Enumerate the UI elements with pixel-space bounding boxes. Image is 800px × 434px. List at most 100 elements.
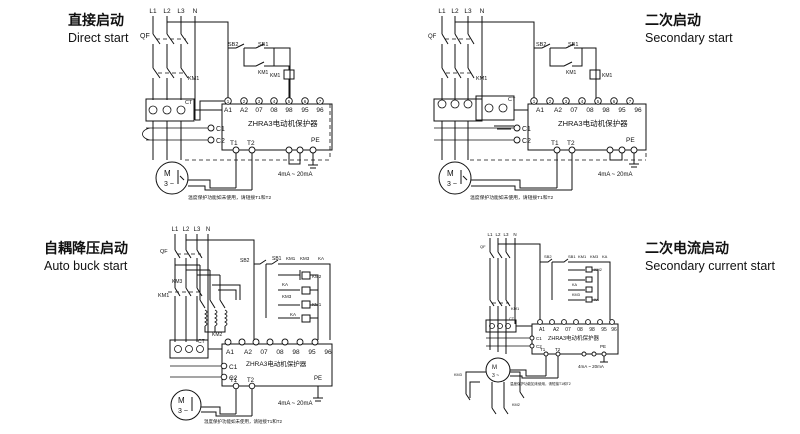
- sensor-terminal: T2: [567, 140, 575, 147]
- terminal-number: 6: [304, 99, 307, 104]
- title-cn: 二次启动: [645, 13, 701, 29]
- sensor-terminal: T1: [230, 140, 238, 147]
- phase-label: L3: [194, 227, 201, 233]
- title-secondary-current-start: 二次电流启动 Secondary current start: [645, 240, 775, 274]
- terminal-label: 95: [618, 107, 626, 114]
- switch-label: SB1: [568, 254, 576, 259]
- terminal-number: 4: [581, 99, 584, 104]
- terminal-row: 1 2 3 4 5 6 7 A1 A2 07 08 98 95 96: [224, 97, 324, 114]
- phase-label: L2: [451, 8, 459, 15]
- device-name: ZHRA3电动机保护器: [248, 118, 318, 128]
- contactor-label: KM3: [282, 294, 292, 299]
- title-en: Secondary current start: [645, 259, 775, 273]
- terminal-label: 07: [565, 327, 571, 333]
- ct-label: CT: [509, 317, 515, 321]
- terminal-number: 2: [243, 99, 246, 104]
- motor-label: M: [447, 169, 454, 178]
- phase-label: L1: [487, 232, 493, 237]
- phase-label: N: [513, 232, 516, 237]
- diagram-secondary-current-start: L1 L2 L3 N QF KM1 SB2 SB1 KM1 KM3 KA KM2…: [454, 232, 619, 415]
- switch-label: SB1: [258, 42, 268, 48]
- terminal-number: 3: [258, 99, 261, 104]
- phase-label: L2: [163, 8, 171, 15]
- motor-label: M: [492, 365, 497, 371]
- switch-label: SB1: [272, 256, 282, 262]
- terminal-row: A1 A2 07 08 98 95 96: [224, 338, 332, 356]
- breaker-label: QF: [140, 33, 150, 40]
- diagram-direct-start: L1 L2 L3 N QF KM1 SB2 SB1 KM1 KM1: [140, 8, 333, 201]
- pe-label: PE: [314, 376, 322, 382]
- terminal-label: 96: [324, 349, 332, 356]
- terminal-label: 98: [602, 107, 610, 114]
- relay-label: KA: [290, 312, 296, 317]
- sensor-terminal: T2: [555, 347, 561, 352]
- terminal-number: 6: [613, 99, 616, 104]
- terminal-label: 07: [570, 107, 578, 114]
- terminal-label: 08: [577, 327, 583, 333]
- phase-label: L1: [149, 8, 157, 15]
- contactor-label: KM2: [512, 403, 520, 407]
- terminal-label: A1: [224, 107, 232, 114]
- note: 温度保护功能如未使用，请短接T1和T2: [470, 194, 553, 201]
- c-label: C2: [229, 375, 238, 382]
- terminal-label: A1: [539, 327, 545, 333]
- diagram-secondary-start: L1 L2 L3 N QF KM1 SB2 SB1 KM1 KM1 CT ZHR…: [428, 8, 647, 201]
- terminal-number: 7: [319, 99, 322, 104]
- title-secondary-start: 二次启动 Secondary start: [645, 12, 733, 46]
- coil-label: KM1: [602, 73, 613, 79]
- sensor-terminal: T1: [230, 378, 238, 384]
- terminal-number: 3: [565, 99, 568, 104]
- phase-label: L2: [183, 227, 190, 233]
- contactor-label: KM1: [578, 254, 587, 259]
- terminal-number: 5: [597, 99, 600, 104]
- terminal-label: 98: [285, 107, 293, 114]
- terminal-number: 1: [533, 99, 536, 104]
- terminal-label: 98: [589, 327, 595, 333]
- note: 温度保护功能如未使用，请短接T1和T2: [188, 194, 271, 201]
- contactor-label: KM3: [454, 373, 462, 377]
- pe-label: PE: [311, 137, 320, 144]
- terminal-row: A1 A2 07 08 98 95 96: [537, 319, 617, 333]
- terminal-label: 98: [292, 349, 300, 356]
- terminal-label: 08: [270, 107, 278, 114]
- terminal-label: 07: [255, 107, 263, 114]
- terminal-label: 07: [260, 349, 268, 356]
- terminal-number: 7: [629, 99, 632, 104]
- contactor-label: KM1: [158, 293, 169, 299]
- terminal-label: A2: [240, 107, 248, 114]
- c-label: C1: [536, 336, 542, 341]
- title-cn: 自耦降压启动: [44, 241, 128, 257]
- phase-label: N: [193, 8, 198, 15]
- current-range: 4mA ~ 20mA: [598, 172, 633, 178]
- phase-label: L3: [503, 232, 509, 237]
- terminal-number: 1: [227, 99, 230, 104]
- switch-label: SB2: [536, 42, 546, 48]
- c-label: C1: [522, 126, 531, 133]
- title-auto-buck-start: 自耦降压启动 Auto buck start: [44, 240, 128, 274]
- device-name: ZHRA3电动机保护器: [548, 334, 600, 342]
- c-label: C1: [229, 364, 238, 371]
- diagram-auto-buck-start: L1 L2 L3 N QF KM1 KM3 KM2 SB2 SB1 KM1 KM…: [158, 227, 333, 425]
- contactor-label: KM3: [572, 293, 580, 297]
- terminal-number: 4: [273, 99, 276, 104]
- contactor-label: KM1: [511, 306, 520, 311]
- contactor-label: KM2: [312, 274, 322, 279]
- pe-label: PE: [626, 137, 635, 144]
- sensor-terminal: T2: [247, 140, 255, 147]
- contact-label: KM1: [258, 70, 269, 76]
- switch-label: SB2: [544, 254, 552, 259]
- sensor-terminal: T2: [247, 378, 255, 384]
- terminal-row: 1 2 3 4 5 6 7 A1 A2 07 08 98 95 96: [530, 97, 642, 114]
- c-label: C2: [522, 138, 531, 145]
- phase-label: L1: [172, 227, 179, 233]
- breaker-label: QF: [480, 244, 486, 249]
- current-range: 4mA ~ 20mA: [278, 172, 313, 178]
- motor-phase: 3 ~: [492, 373, 499, 379]
- c-label: C1: [216, 126, 225, 133]
- current-range: 4mA ~ 20mA: [578, 364, 604, 369]
- switch-label: SB2: [228, 42, 238, 48]
- contactor-label: KM3: [300, 256, 310, 261]
- terminal-label: 96: [611, 327, 617, 333]
- phase-label: N: [206, 227, 210, 233]
